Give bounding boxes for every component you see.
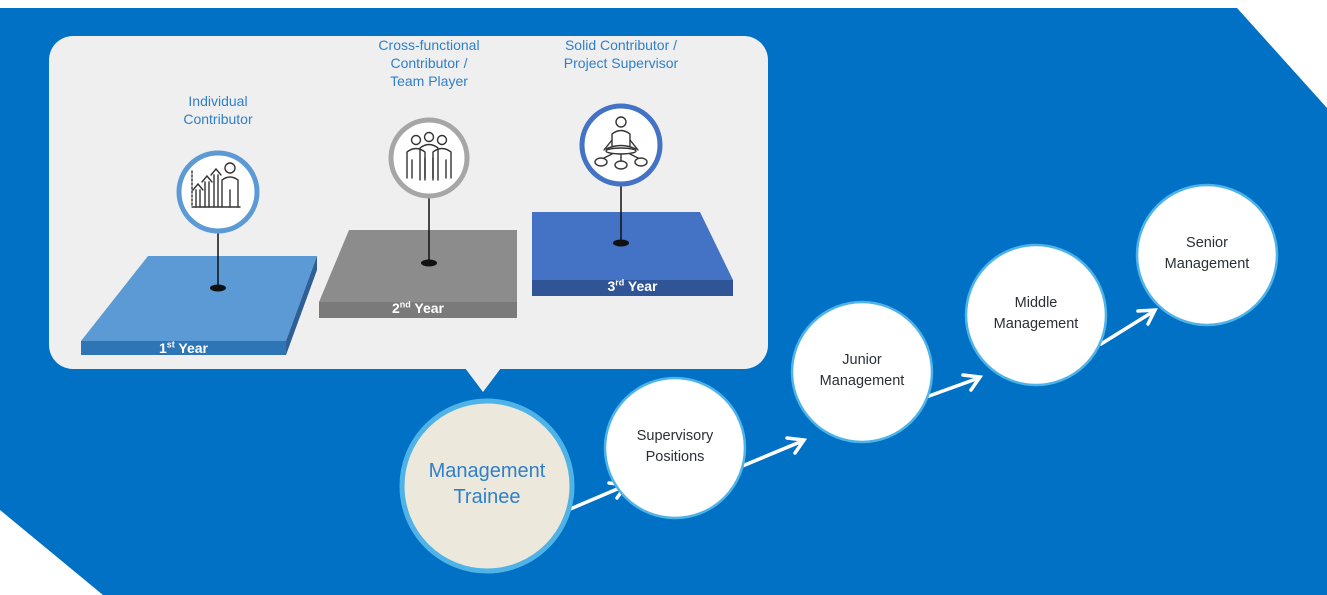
title-line: Contributor / xyxy=(390,55,468,72)
senior-management-label: Senior Management xyxy=(1142,233,1272,275)
year-ordinal: 1 xyxy=(158,340,167,356)
year-word: Year xyxy=(414,300,445,316)
year-2-platform xyxy=(319,230,517,318)
arrow-2 xyxy=(738,436,808,469)
year-word: Year xyxy=(178,340,209,356)
year-ordinal: 2 xyxy=(391,300,400,316)
team-group-icon xyxy=(388,117,470,199)
title-line: Contributor xyxy=(183,111,253,128)
year-1-label: 1st Year xyxy=(81,339,286,357)
middle-management-label: Middle Management xyxy=(971,293,1101,335)
year-2-label: 2nd Year xyxy=(319,299,517,317)
year-1-platform xyxy=(81,256,317,355)
circle-middle-management xyxy=(964,243,1108,387)
year-1-pin xyxy=(210,231,226,292)
year-ordinal: 3 xyxy=(607,278,616,294)
title-line: Cross-functional xyxy=(378,37,480,53)
year-suffix: nd xyxy=(399,299,411,310)
year-1-title: Individual Contributor xyxy=(148,92,288,128)
title-line: Team Player xyxy=(390,73,468,90)
label-line: Positions xyxy=(645,449,705,466)
year-2-title: Cross-functional Contributor / Team Play… xyxy=(354,36,504,91)
year-2-pin xyxy=(421,194,437,267)
label-line: Management xyxy=(819,373,905,390)
label-line: Supervisory xyxy=(636,428,714,444)
supervisory-positions-label: Supervisory Positions xyxy=(610,426,740,468)
circle-junior-management xyxy=(790,300,934,444)
year-3-platform xyxy=(532,212,733,296)
label-line: Junior xyxy=(842,352,882,368)
label-line: Management xyxy=(993,316,1079,333)
title-line: Solid Contributor / xyxy=(564,37,678,53)
management-trainee-label: Management Trainee xyxy=(407,458,567,510)
growth-chart-person-icon xyxy=(176,150,260,234)
callout-pointer xyxy=(465,368,501,392)
year-3-title: Solid Contributor / Project Supervisor xyxy=(541,36,701,72)
label-line: Management xyxy=(1164,256,1250,273)
label-line: Middle xyxy=(1014,295,1058,311)
junior-management-label: Junior Management xyxy=(797,350,927,392)
circle-management-trainee xyxy=(399,398,575,574)
label-line: Trainee xyxy=(453,486,521,508)
year-suffix: st xyxy=(166,339,175,350)
title-line: Individual xyxy=(188,93,248,109)
arrow-4 xyxy=(1099,308,1158,346)
year-suffix: rd xyxy=(615,277,625,288)
label-line: Senior xyxy=(1186,235,1228,251)
circle-supervisory-positions xyxy=(603,376,747,520)
year-word: Year xyxy=(627,278,658,294)
circle-senior-management xyxy=(1135,183,1279,327)
supervisor-network-icon xyxy=(579,103,663,187)
year-3-label: 3rd Year xyxy=(532,277,733,295)
year-3-pin xyxy=(613,182,629,247)
label-line: Management xyxy=(428,460,546,482)
title-line: Project Supervisor xyxy=(563,55,679,72)
